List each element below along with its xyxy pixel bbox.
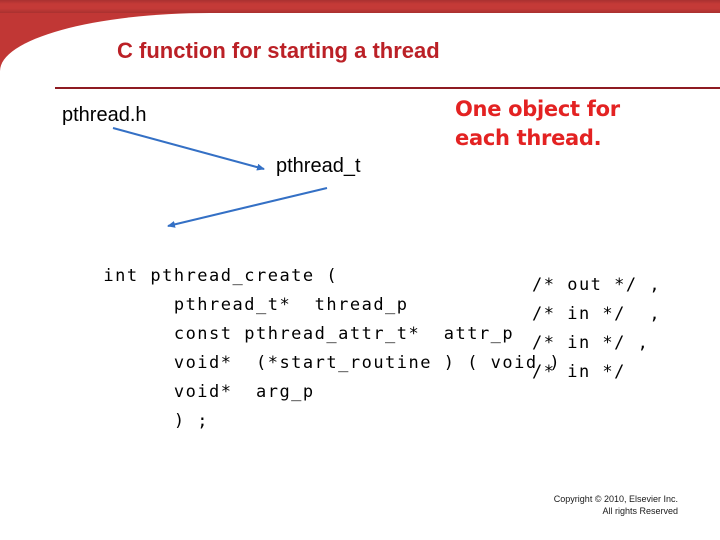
code-line: void* arg_p /* in */ bbox=[33, 362, 713, 402]
code-line: void* (*start_routine ) ( void ) /* in *… bbox=[33, 333, 713, 373]
title-divider bbox=[55, 87, 720, 89]
label-pthread-h: pthread.h bbox=[62, 104, 147, 126]
copyright-notice: Copyright © 2010, Elsevier Inc. All righ… bbox=[554, 493, 678, 517]
code-text: const pthread_attr_t* attr_p bbox=[103, 324, 515, 344]
code-comment: /* in */ bbox=[532, 362, 626, 382]
annotation-line-2: each thread. bbox=[455, 126, 602, 150]
code-block-pthread-create: int pthread_create ( pthread_t* thread_p… bbox=[33, 246, 713, 431]
annotation-line-1: One object for bbox=[455, 97, 620, 121]
code-text: void* (*start_routine ) ( void ) bbox=[103, 353, 562, 373]
code-text: ) ; bbox=[103, 411, 210, 431]
copyright-line-2: All rights Reserved bbox=[602, 506, 678, 516]
content-sheet bbox=[0, 13, 720, 540]
code-line: pthread_t* thread_p /* out */ , bbox=[33, 275, 713, 315]
code-text: void* arg_p bbox=[103, 382, 315, 402]
annotation-one-object-per-thread: One object for each thread. bbox=[455, 95, 620, 153]
code-comment: /* in */ , bbox=[532, 333, 650, 353]
code-comment: /* in */ , bbox=[532, 304, 662, 324]
label-pthread-t: pthread_t bbox=[276, 155, 361, 177]
copyright-line-1: Copyright © 2010, Elsevier Inc. bbox=[553, 494, 678, 504]
code-text: pthread_t* thread_p bbox=[103, 295, 409, 315]
code-comment: /* out */ , bbox=[532, 275, 662, 295]
code-line: int pthread_create ( bbox=[33, 246, 713, 286]
code-text: int pthread_create ( bbox=[103, 266, 339, 286]
code-line: const pthread_attr_t* attr_p /* in */ , bbox=[33, 304, 713, 344]
template-top-bar bbox=[0, 0, 720, 13]
code-line: ) ; bbox=[33, 391, 713, 431]
page-title: C function for starting a thread bbox=[117, 38, 440, 63]
